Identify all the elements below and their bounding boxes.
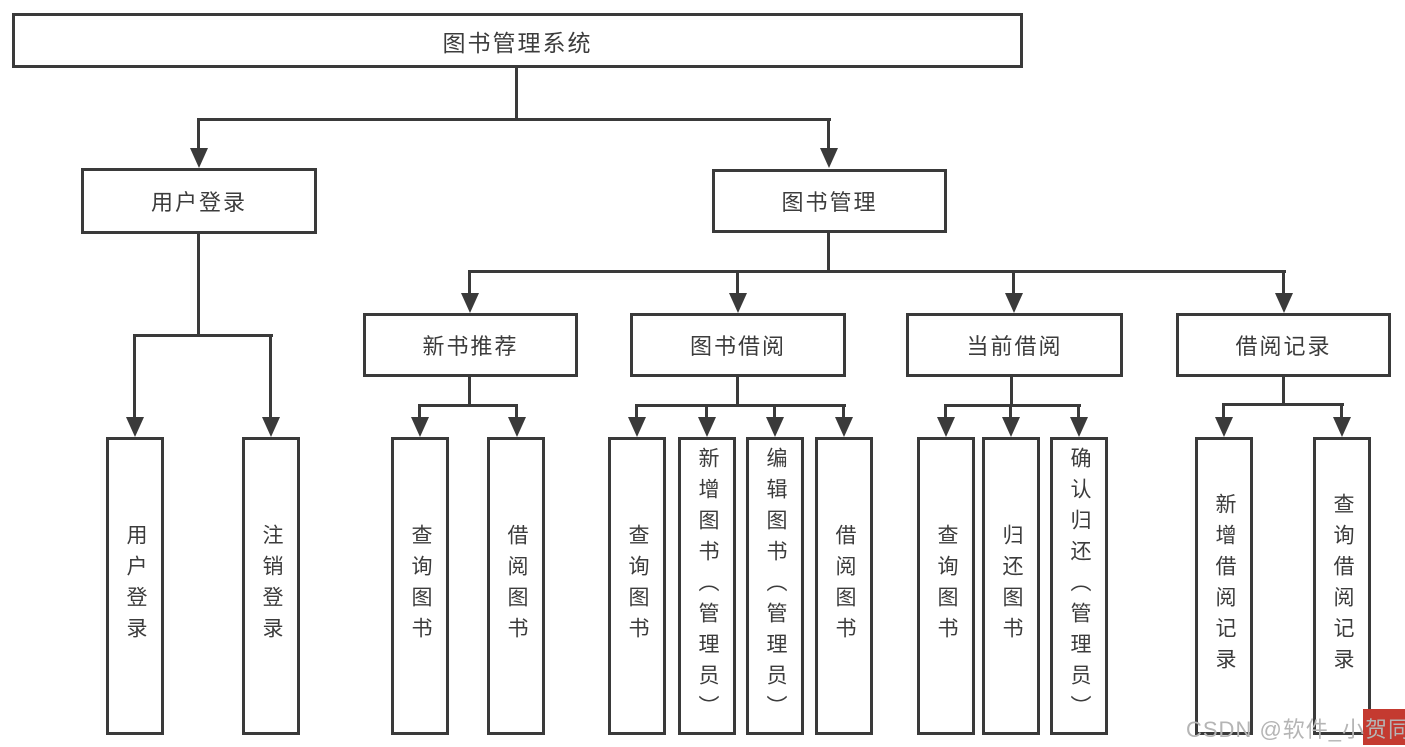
arrowhead-down — [698, 417, 716, 437]
connector-vline — [827, 233, 830, 273]
connector-vline — [1340, 403, 1343, 420]
leaf-add-borrow-record: 新增借阅记录 — [1195, 437, 1253, 735]
node-new-book-recommend: 新书推荐 — [363, 313, 578, 377]
connector-vline — [1222, 403, 1225, 420]
leaf-label: 用户登录 — [124, 524, 147, 648]
node-current-borrow: 当前借阅 — [906, 313, 1123, 377]
connector-hline — [635, 404, 846, 407]
leaf-query-books-recommend: 查询图书 — [391, 437, 449, 735]
connector-vline — [515, 404, 518, 420]
node-borrow-records: 借阅记录 — [1176, 313, 1391, 377]
arrowhead-down — [411, 417, 429, 437]
leaf-borrow-books: 借阅图书 — [815, 437, 873, 735]
connector-vline — [197, 118, 200, 151]
arrowhead-down — [1070, 417, 1088, 437]
connector-vline — [635, 404, 638, 420]
connector-hline — [133, 334, 273, 337]
leaf-label: 新增借阅记录 — [1213, 493, 1236, 679]
leaf-label: 查询图书 — [626, 524, 649, 648]
connector-vline — [842, 404, 845, 420]
arrowhead-down — [461, 293, 479, 313]
connector-vline — [515, 68, 518, 121]
connector-vline — [1010, 377, 1013, 407]
connector-vline — [773, 404, 776, 420]
connector-vline — [197, 234, 200, 337]
arrowhead-down — [835, 417, 853, 437]
node-user-login: 用户登录 — [81, 168, 317, 234]
connector-vline — [944, 404, 947, 420]
leaf-label: 查询图书 — [409, 524, 432, 648]
leaf-user-login: 用户登录 — [106, 437, 164, 735]
connector-vline — [736, 377, 739, 407]
leaf-label: 借阅图书 — [505, 524, 528, 648]
leaf-return-books: 归还图书 — [982, 437, 1040, 735]
leaf-borrow-books-recommend: 借阅图书 — [487, 437, 545, 735]
connector-vline — [1012, 270, 1015, 295]
leaf-label: 确认归还（管理员） — [1068, 446, 1091, 726]
arrowhead-down — [820, 148, 838, 168]
arrowhead-down — [1215, 417, 1233, 437]
leaf-label: 注销登录 — [260, 524, 283, 648]
node-book-management: 图书管理 — [712, 169, 947, 233]
connector-vline — [269, 334, 272, 420]
node-book-borrow: 图书借阅 — [630, 313, 846, 377]
connector-vline — [1282, 270, 1285, 295]
watermark-text: CSDN @软件_小贺同学 — [1186, 717, 1405, 742]
arrowhead-down — [628, 417, 646, 437]
arrowhead-down — [729, 293, 747, 313]
arrowhead-down — [1275, 293, 1293, 313]
arrowhead-down — [126, 417, 144, 437]
connector-vline — [468, 270, 471, 295]
leaf-add-book-admin: 新增图书（管理员） — [678, 437, 736, 735]
arrowhead-down — [1005, 293, 1023, 313]
node-system-root: 图书管理系统 — [12, 13, 1023, 68]
connector-vline — [418, 404, 421, 420]
leaf-label: 借阅图书 — [833, 524, 856, 648]
leaf-label: 编辑图书（管理员） — [764, 446, 787, 726]
arrowhead-down — [190, 148, 208, 168]
connector-vline — [827, 118, 830, 151]
connector-hline — [197, 118, 831, 121]
leaf-edit-book-admin: 编辑图书（管理员） — [746, 437, 804, 735]
connector-hline — [944, 404, 1081, 407]
leaf-query-books-current: 查询图书 — [917, 437, 975, 735]
connector-hline — [418, 404, 518, 407]
connector-vline — [468, 377, 471, 407]
arrowhead-down — [937, 417, 955, 437]
watermark-accent-block — [1363, 709, 1405, 745]
connector-hline — [468, 270, 1286, 273]
arrowhead-down — [1333, 417, 1351, 437]
connector-vline — [1077, 404, 1080, 420]
leaf-label: 查询借阅记录 — [1331, 493, 1354, 679]
leaf-label: 查询图书 — [935, 524, 958, 648]
leaf-confirm-return-admin: 确认归还（管理员） — [1050, 437, 1108, 735]
arrowhead-down — [1002, 417, 1020, 437]
arrowhead-down — [262, 417, 280, 437]
connector-vline — [133, 334, 136, 420]
arrowhead-down — [508, 417, 526, 437]
leaf-query-books-borrow: 查询图书 — [608, 437, 666, 735]
leaf-logout: 注销登录 — [242, 437, 300, 735]
connector-hline — [1222, 403, 1344, 406]
leaf-label: 新增图书（管理员） — [696, 446, 719, 726]
connector-vline — [705, 404, 708, 420]
connector-vline — [1282, 377, 1285, 406]
leaf-label: 归还图书 — [1000, 524, 1023, 648]
arrowhead-down — [766, 417, 784, 437]
leaf-query-borrow-record: 查询借阅记录 — [1313, 437, 1371, 735]
connector-vline — [1009, 404, 1012, 420]
connector-vline — [736, 270, 739, 295]
